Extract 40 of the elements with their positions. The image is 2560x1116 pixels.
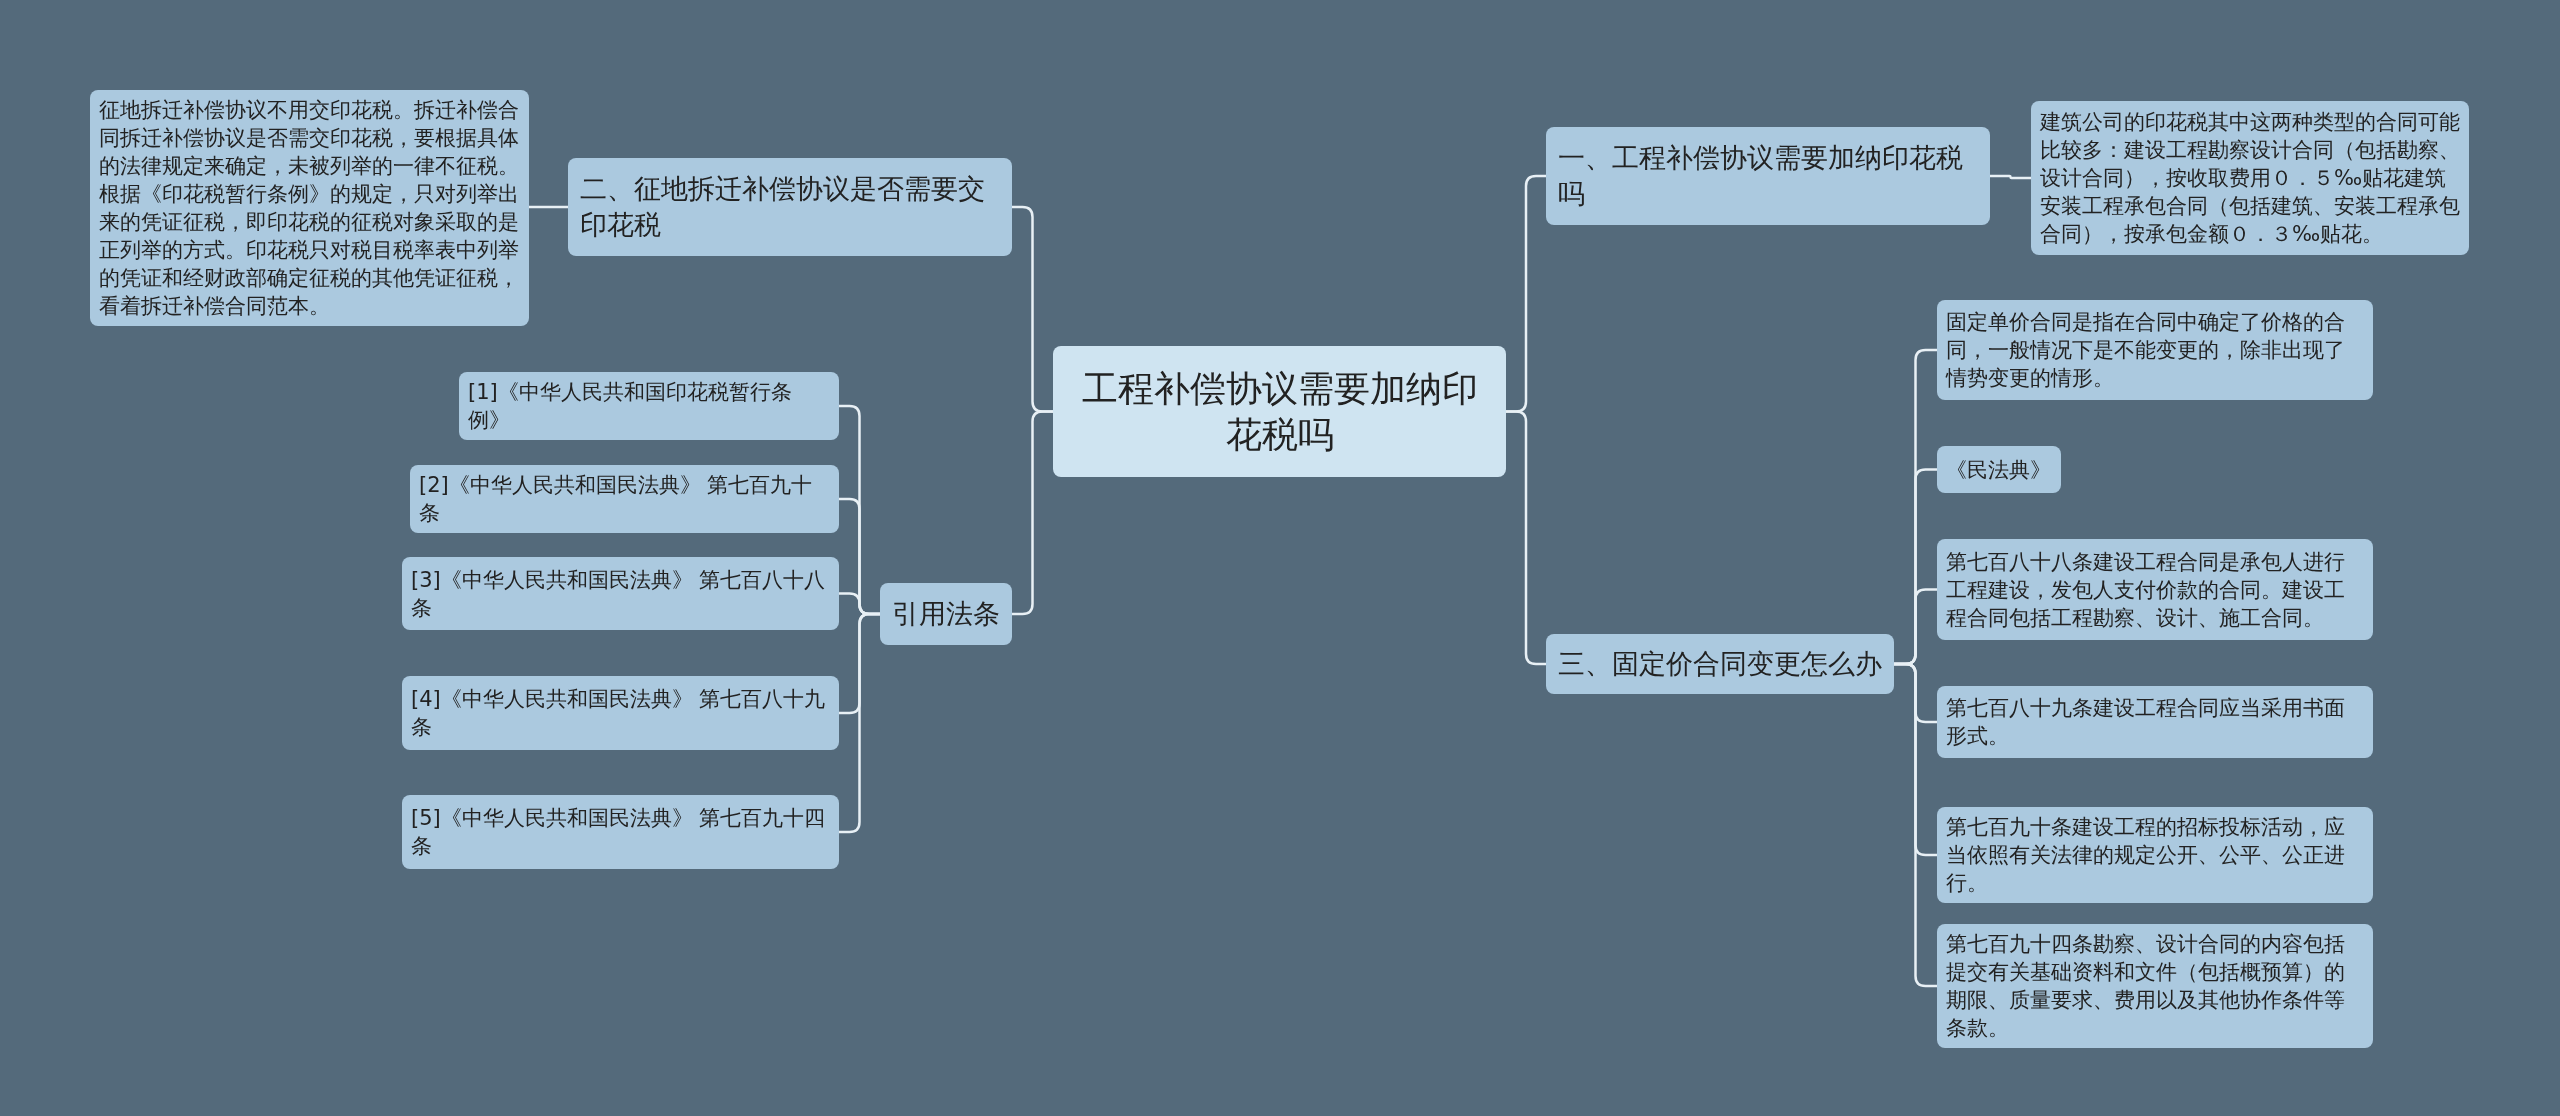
subtopic-box <box>1937 300 2373 400</box>
subtopic-box <box>1937 807 2373 903</box>
connector-line <box>1012 410 1053 616</box>
subtopic-box <box>410 465 839 533</box>
subtopic-box <box>459 372 839 440</box>
subtopic-box <box>1937 446 2061 493</box>
subtopic-text: [2]《中华人民共和国民法典》 第七百九十条 <box>419 472 814 527</box>
topic-box <box>1546 634 1894 694</box>
central-topic-box <box>1053 346 1506 477</box>
topic-box <box>568 158 1012 256</box>
subtopic-text: [1]《中华人民共和国印花税暂行条例》 <box>468 379 793 434</box>
subtopic-text: [4]《中华人民共和国民法典》 第七百八十九条 <box>411 686 827 741</box>
subtopic-box <box>402 557 839 630</box>
subtopic-box <box>402 795 839 869</box>
topic-box <box>1546 127 1990 225</box>
central-topic-text: 工程补偿协议需要加纳印花税吗 <box>1080 366 1479 457</box>
connector-line <box>1990 174 2031 180</box>
connector-line <box>1894 662 1937 988</box>
subtopic-box <box>1937 686 2373 758</box>
subtopic-text: 征地拆迁补偿协议不用交印花税。拆迁补偿合同拆迁补偿协议是否需交印花税，要根据具体的法律规定来确定，未被列举的一律不征税。根据《印花税暂行条例》的规定，只对列举出来的凭证征税，即印花税的征税对象采取的是正列举的方式。印花税只对税目税率表中列举的凭证和经财政部确定征税的其他凭证征税，看着拆迁补偿合同范本。 <box>99 97 520 320</box>
subtopic-text: [3]《中华人民共和国民法典》 第七百八十八条 <box>411 566 827 622</box>
subtopic-text: 第七百九十条建设工程的招标投标活动，应当依照有关法律的规定公开、公平、公正进行。 <box>1946 814 2346 897</box>
topic-text: 一、工程补偿协议需要加纳印花税吗 <box>1558 141 1964 211</box>
subtopic-text: 《民法典》 <box>1946 456 2052 484</box>
subtopic-text: 固定单价合同是指在合同中确定了价格的合同，一般情况下是不能变更的，除非出现了情势变更的情形。 <box>1946 309 2346 392</box>
subtopic-text: 第七百八十九条建设工程合同应当采用书面形式。 <box>1946 695 2346 750</box>
topic-text: 二、征地拆迁补偿协议是否需要交印花税 <box>580 172 986 242</box>
subtopic-text: [5]《中华人民共和国民法典》 第七百九十四条 <box>411 805 827 860</box>
subtopic-text: 第七百八十八条建设工程合同是承包人进行工程建设，发包人支付价款的合同。建设工程合同包括工程勘察、设计、施工合同。 <box>1946 548 2346 632</box>
topic-text: 三、固定价合同变更怎么办 <box>1558 647 1882 681</box>
subtopic-text: 第七百九十四条勘察、设计合同的内容包括提交有关基础资料和文件（包括概预算）的期限、质量要求、费用以及其他协作条件等条款。 <box>1946 931 2346 1042</box>
subtopic-text: 建筑公司的印花税其中这两种类型的合同可能比较多：建设工程勘察设计合同（包括勘察、设计合同），按收取费用０．５‰贴花建筑安装工程承包合同（包括建筑、安装工程承包合同），按承包金额０．３‰贴花。 <box>2040 109 2460 248</box>
subtopic-box <box>402 676 839 750</box>
connector-line <box>529 205 568 209</box>
connector-line <box>839 612 880 834</box>
subtopic-box <box>1937 539 2373 640</box>
connector-line <box>1506 410 1546 666</box>
topic-box <box>880 583 1012 645</box>
topic-text: 引用法条 <box>892 597 1000 631</box>
subtopic-box <box>1937 924 2373 1048</box>
